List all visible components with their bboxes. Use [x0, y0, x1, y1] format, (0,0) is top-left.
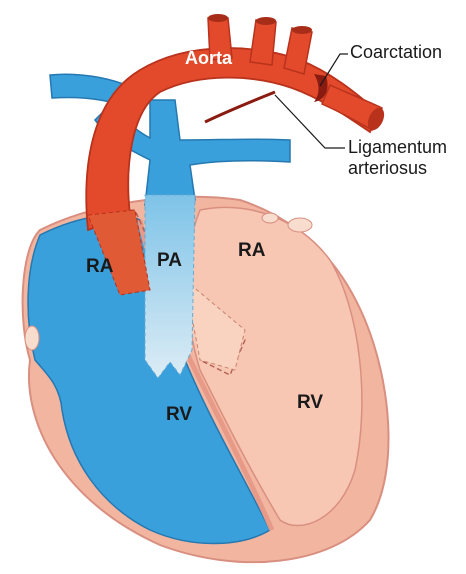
coarctation-label: Coarctation: [350, 42, 442, 62]
arch-branch-2: [250, 20, 276, 65]
arch-branch-2-opening: [256, 17, 276, 25]
ligamentum-label-line1: Ligamentum: [348, 137, 447, 157]
rv-right-label: RV: [297, 392, 323, 413]
pa-label: PA: [157, 250, 182, 271]
fat-blob-3: [262, 213, 278, 223]
fat-blob-1: [288, 218, 312, 232]
rv-left-label: RV: [166, 404, 192, 425]
arch-branch-1-opening: [208, 14, 228, 22]
fat-blob-2: [25, 326, 39, 350]
ligamentum-label-line2: arteriosus: [348, 158, 427, 178]
ligamentum-arteriosus: [205, 92, 275, 122]
pulmonary-artery-column: [145, 195, 195, 378]
ra-left-label: RA: [86, 256, 114, 277]
aorta-label: Aorta: [185, 48, 233, 68]
arch-branch-3-opening: [292, 26, 312, 34]
ra-right-label: RA: [238, 240, 266, 261]
